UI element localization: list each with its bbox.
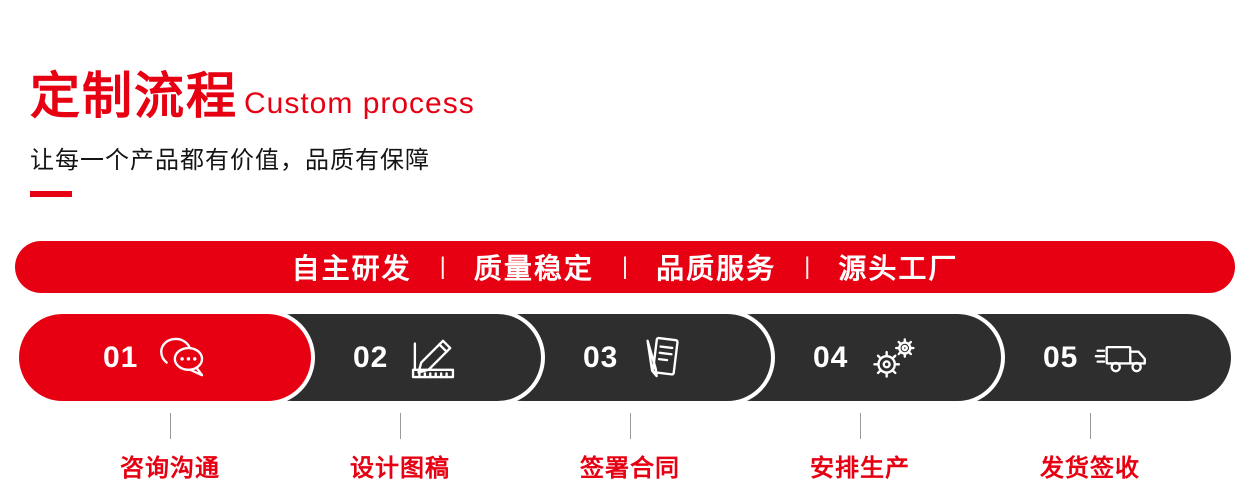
contract-icon	[634, 329, 692, 387]
ruler-pencil-icon	[404, 329, 462, 387]
step-number: 01	[103, 340, 139, 374]
step-label: 设计图稿	[350, 455, 450, 482]
step-label-col: 设计图稿	[350, 413, 450, 483]
step-label-col: 咨询沟通	[120, 413, 220, 483]
accent-dash	[30, 191, 72, 197]
step-number: 03	[583, 340, 619, 374]
section-title-zh: 定制流程	[30, 68, 238, 124]
banner-item: 源头工厂	[838, 253, 959, 284]
banner-separator: |	[621, 253, 629, 280]
step-label-col: 安排生产	[810, 413, 910, 483]
step-labels: 咨询沟通 设计图稿 签署合同 安排生产 发货签收	[15, 413, 1245, 493]
chat-bubbles-icon	[154, 329, 212, 387]
step-label: 发货签收	[1040, 455, 1140, 482]
banner-separator: |	[804, 253, 811, 280]
section-subtitle: 让每一个产品都有价值，品质有保障	[30, 147, 430, 174]
step-label-col: 签署合同	[580, 413, 680, 483]
feature-banner: 自主研发 | 质量稳定 | 品质服务 | 源头工厂	[15, 241, 1235, 293]
banner-item: 自主研发	[291, 253, 412, 284]
step-label: 咨询沟通	[120, 455, 220, 482]
truck-icon	[1094, 329, 1152, 387]
step-number: 02	[353, 340, 389, 374]
header: 定制流程 Custom process 让每一个产品都有价值，品质有保障	[30, 56, 475, 197]
step-label: 签署合同	[580, 455, 680, 482]
tick-line	[169, 413, 171, 439]
tick-line	[1089, 413, 1091, 439]
banner-item: 质量稳定	[473, 253, 594, 284]
step-pill-01: 01	[15, 310, 315, 405]
section-title-en: Custom process	[244, 87, 475, 120]
title-row: 定制流程 Custom process	[30, 56, 475, 128]
tick-line	[629, 413, 631, 439]
step-number: 05	[1043, 340, 1079, 374]
tick-line	[399, 413, 401, 439]
banner-item: 品质服务	[656, 253, 777, 284]
process-steps: 01 02 03 04 05	[15, 310, 1245, 405]
step-label-col: 发货签收	[1040, 413, 1140, 483]
gears-icon	[864, 329, 922, 387]
banner-separator: |	[439, 253, 446, 280]
tick-line	[859, 413, 861, 439]
step-label: 安排生产	[810, 455, 910, 482]
step-number: 04	[813, 340, 849, 374]
